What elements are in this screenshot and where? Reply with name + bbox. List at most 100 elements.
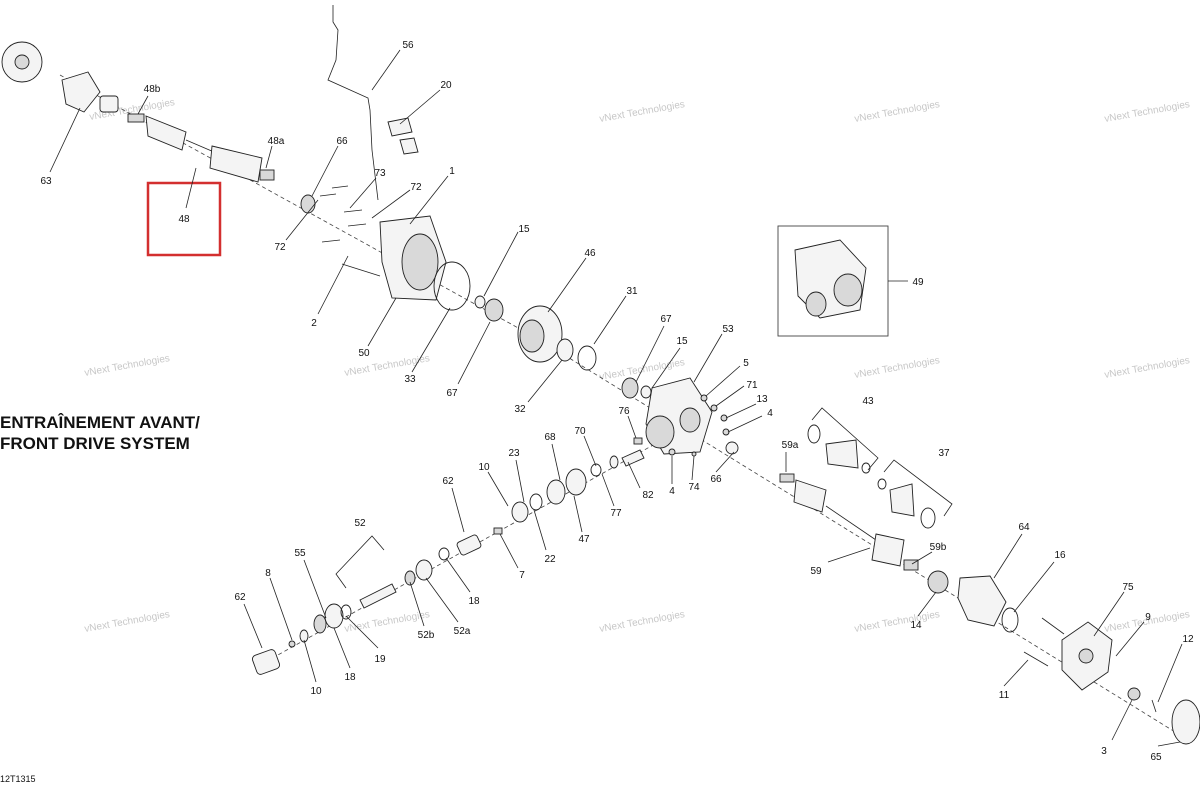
ring-part bbox=[438, 547, 450, 561]
hub-cap-part bbox=[1171, 699, 1200, 745]
watermark: vNext Technologies bbox=[599, 99, 686, 125]
leader-line bbox=[993, 533, 1023, 579]
callout-18: 18 bbox=[468, 596, 480, 607]
knuckle-part bbox=[61, 71, 101, 113]
leader-line bbox=[333, 627, 351, 669]
callout-8: 8 bbox=[265, 568, 271, 579]
callout-48: 48 bbox=[178, 214, 190, 225]
leader-line bbox=[411, 307, 451, 373]
assembly-axes bbox=[59, 74, 1181, 736]
callout-32: 32 bbox=[514, 404, 526, 415]
shaft-bar bbox=[825, 505, 877, 541]
leader-line bbox=[311, 145, 339, 197]
ring-part bbox=[340, 604, 352, 620]
callout-10b: 10 bbox=[310, 686, 322, 697]
nut-part bbox=[668, 448, 676, 456]
leader-line bbox=[451, 487, 465, 533]
leader-line bbox=[269, 577, 293, 641]
callout-33: 33 bbox=[404, 374, 416, 385]
bearing-part bbox=[324, 603, 344, 629]
leader-line bbox=[691, 455, 695, 481]
callout-70: 70 bbox=[574, 426, 586, 437]
hub-nut-part bbox=[1127, 687, 1141, 701]
callout-15b: 15 bbox=[676, 336, 688, 347]
callout-67b: 67 bbox=[660, 314, 672, 325]
leader-line bbox=[243, 603, 263, 649]
leader-line bbox=[1157, 741, 1181, 747]
leader-line bbox=[445, 557, 471, 593]
callout-50: 50 bbox=[358, 348, 370, 359]
leader-line bbox=[635, 325, 665, 383]
leader-line bbox=[371, 49, 401, 91]
document-reference: 12T1315 bbox=[0, 774, 36, 784]
callout-49: 49 bbox=[912, 277, 924, 288]
ring-part bbox=[529, 493, 543, 511]
bearing-part bbox=[484, 298, 504, 322]
leader-line bbox=[705, 365, 741, 397]
leader-line bbox=[527, 359, 563, 403]
leader-line bbox=[1111, 699, 1133, 741]
callout-66b: 66 bbox=[710, 474, 722, 485]
leader-line bbox=[317, 255, 349, 315]
seal-part bbox=[511, 501, 529, 523]
watermark: vNext Technologies bbox=[344, 353, 431, 379]
callout-22: 22 bbox=[544, 554, 556, 565]
leader-line bbox=[1003, 659, 1029, 687]
callout-9: 9 bbox=[1145, 612, 1151, 623]
leader-line bbox=[547, 257, 587, 313]
callout-2: 2 bbox=[311, 318, 317, 329]
callout-37: 37 bbox=[938, 448, 950, 459]
callout-19: 19 bbox=[374, 654, 386, 665]
callout-7: 7 bbox=[519, 570, 525, 581]
leader-line bbox=[499, 533, 519, 569]
differential-part bbox=[519, 319, 545, 353]
coupler-part bbox=[456, 534, 482, 556]
callout-11: 11 bbox=[999, 690, 1010, 701]
bolt-part bbox=[321, 239, 341, 243]
callout-71: 71 bbox=[746, 380, 758, 391]
callout-47: 47 bbox=[578, 534, 590, 545]
pinion-shaft-part bbox=[359, 583, 397, 609]
callout-13: 13 bbox=[756, 394, 768, 405]
bearing-part bbox=[546, 479, 566, 505]
leader-line bbox=[185, 167, 197, 209]
washer-part bbox=[299, 629, 309, 643]
boot-part bbox=[889, 483, 915, 517]
callout-52a: 52a bbox=[454, 626, 471, 637]
callout-55: 55 bbox=[294, 548, 306, 559]
bearing-part bbox=[474, 295, 486, 309]
shaft-end-part bbox=[903, 559, 919, 571]
watermark: vNext Technologies bbox=[854, 355, 941, 381]
washer-part bbox=[609, 455, 619, 469]
seal-part bbox=[313, 614, 327, 634]
callout-4: 4 bbox=[767, 408, 773, 419]
leader-line bbox=[409, 581, 425, 627]
housing-opening bbox=[401, 233, 439, 291]
shaft-spline-part bbox=[127, 113, 145, 123]
callout-77: 77 bbox=[610, 508, 622, 519]
callout-63: 63 bbox=[40, 176, 52, 187]
watermark: vNext Technologies bbox=[854, 609, 941, 635]
clamp-part bbox=[877, 478, 887, 490]
leader-line bbox=[515, 459, 525, 503]
bolt-part bbox=[331, 185, 349, 189]
callout-20: 20 bbox=[440, 80, 452, 91]
circlip-part bbox=[1001, 607, 1019, 633]
cotter-pin-part bbox=[1151, 699, 1157, 713]
assembled-differential-opening bbox=[833, 273, 863, 307]
boot-part bbox=[825, 439, 859, 469]
shaft-end-part bbox=[259, 169, 275, 181]
gasket-part bbox=[387, 117, 413, 137]
seal-part bbox=[300, 194, 316, 214]
leader-line bbox=[399, 89, 441, 125]
watermark: vNext Technologies bbox=[84, 609, 171, 635]
leader-line bbox=[573, 495, 583, 533]
bearing-part bbox=[415, 559, 433, 581]
main-housing-opening bbox=[645, 415, 675, 449]
leader-line bbox=[593, 295, 627, 345]
leader-line bbox=[533, 509, 547, 551]
bracket-line bbox=[883, 459, 953, 517]
watermark: vNext Technologies bbox=[854, 99, 941, 125]
leader-line bbox=[303, 639, 317, 683]
callout-48b: 48b bbox=[144, 84, 161, 95]
